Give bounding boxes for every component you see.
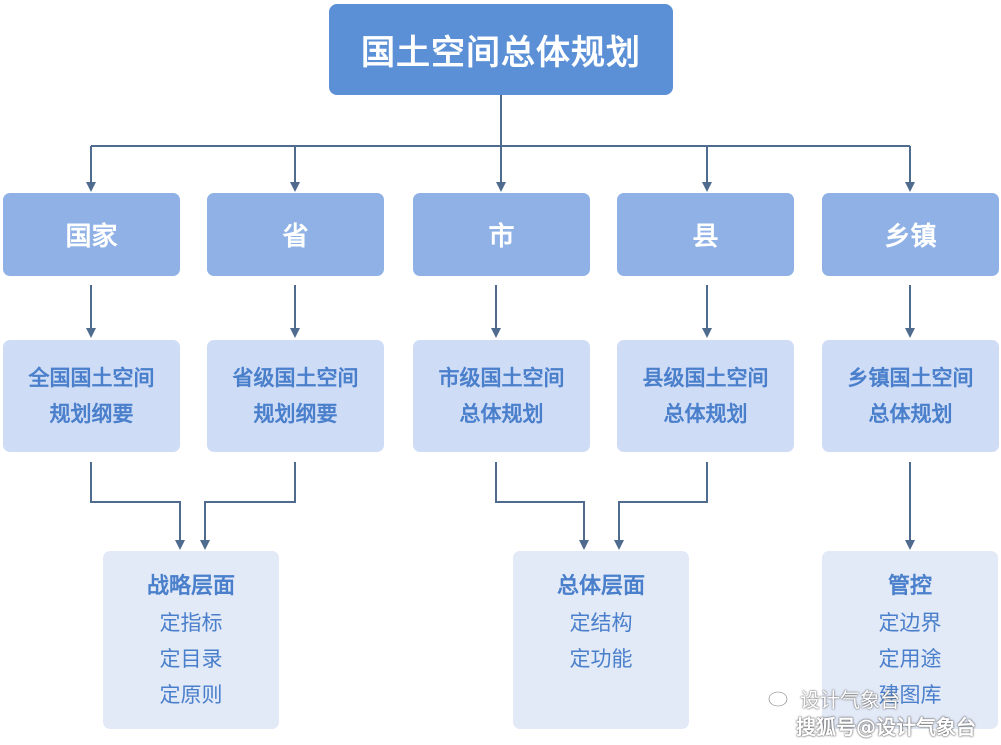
group-item: 建图库 <box>878 683 942 707</box>
plan-line-1: 市级国土空间 <box>438 366 565 390</box>
plan-node-county: 县级国土空间 总体规划 <box>617 340 794 452</box>
group-item: 定功能 <box>569 647 633 671</box>
plan1-to-group1 <box>90 462 185 550</box>
level-node-township: 乡镇 <box>822 193 999 276</box>
watermark-account: 设计气象台 <box>800 688 900 712</box>
watermark-sohu: 搜狐号@设计气象台 <box>796 715 976 739</box>
plan-line-1: 全国国土空间 <box>28 366 155 390</box>
level-label: 省 <box>282 222 309 252</box>
plan-line-1: 乡镇国土空间 <box>847 366 974 390</box>
plan-line-2: 总体规划 <box>663 402 748 426</box>
level-label: 国家 <box>65 222 118 252</box>
plan-node-township: 乡镇国土空间 总体规划 <box>822 340 999 452</box>
group-item: 定目录 <box>159 647 223 671</box>
group-item: 定结构 <box>569 611 633 635</box>
level-node-city: 市 <box>413 193 590 276</box>
group-overall: 总体层面 定结构 定功能 <box>513 551 689 729</box>
level-label: 县 <box>692 222 719 252</box>
root-node: 国土空间总体规划 <box>329 4 673 95</box>
plan-line-1: 县级国土空间 <box>642 366 769 390</box>
group-strategic: 战略层面 定指标 定目录 定原则 <box>103 551 279 729</box>
level-node-province: 省 <box>207 193 384 276</box>
plan-node-city: 市级国土空间 总体规划 <box>413 340 590 452</box>
plan2-to-group1 <box>200 462 296 550</box>
group-item: 定原则 <box>159 683 223 707</box>
root-label: 国土空间总体规划 <box>361 33 641 73</box>
plan-node-national: 全国国土空间 规划纲要 <box>3 340 180 452</box>
level-node-county: 县 <box>617 193 794 276</box>
group-item: 定边界 <box>878 611 942 635</box>
group-item: 定用途 <box>878 647 942 671</box>
level-label: 市 <box>488 222 515 252</box>
group-title: 管控 <box>887 574 932 599</box>
group-title: 战略层面 <box>146 574 235 599</box>
plan-node-province: 省级国土空间 规划纲要 <box>207 340 384 452</box>
plan-line-2: 总体规划 <box>868 402 953 426</box>
plan-line-2: 总体规划 <box>459 402 544 426</box>
plan3-to-group2 <box>495 462 589 550</box>
plan-line-2: 规划纲要 <box>253 402 338 426</box>
level-node-national: 国家 <box>3 193 180 276</box>
plan4-to-group2 <box>614 462 708 550</box>
plan-line-1: 省级国土空间 <box>232 366 359 390</box>
wechat-icon <box>768 691 795 709</box>
plan-line-2: 规划纲要 <box>49 402 134 426</box>
group-item: 定指标 <box>159 611 223 635</box>
group-title: 总体层面 <box>556 574 645 599</box>
group-control: 管控 定边界 定用途 建图库 <box>822 551 998 729</box>
level-label: 乡镇 <box>884 222 937 252</box>
